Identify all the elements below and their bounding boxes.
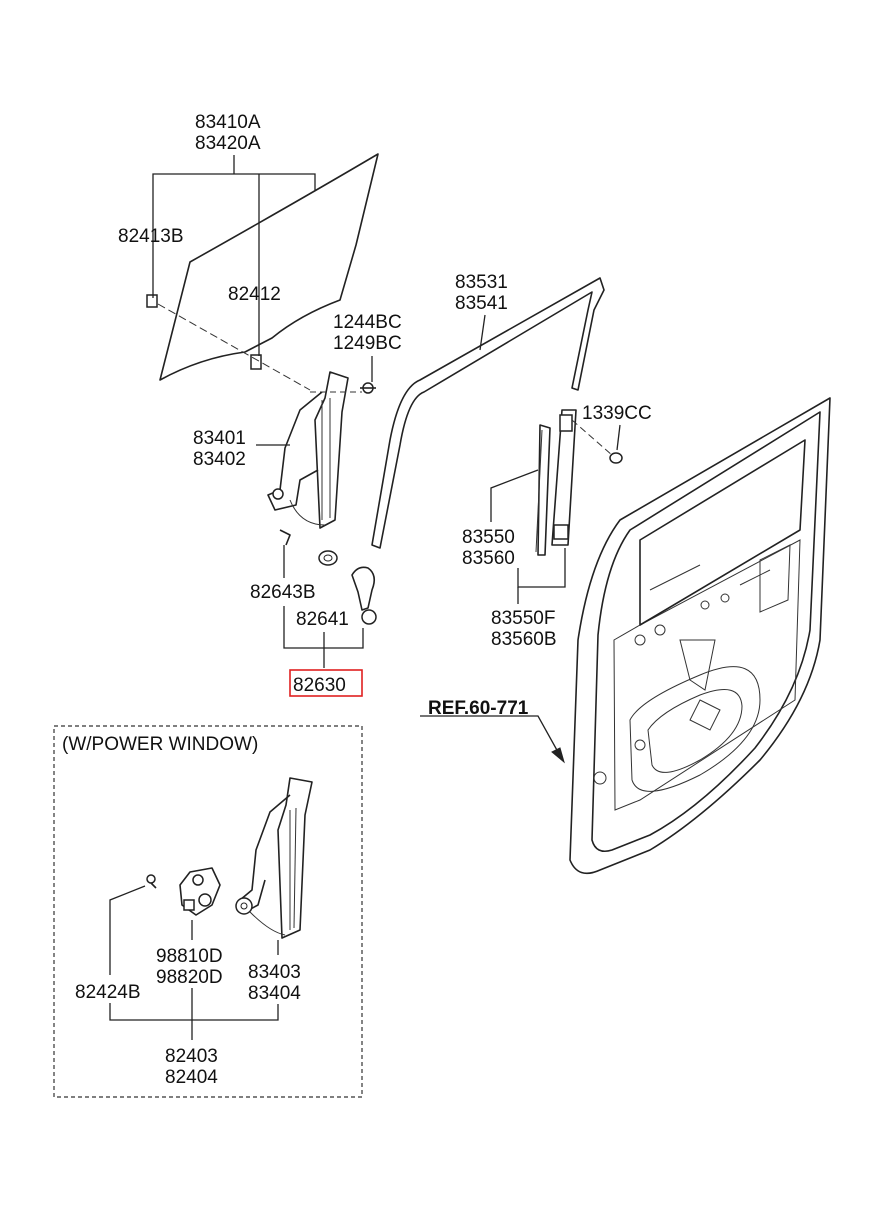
clip-part <box>279 529 291 546</box>
power-window-box: (W/POWER WINDOW) <box>53 725 363 1098</box>
label-83403: 83403 <box>248 962 301 983</box>
nut-part <box>609 452 623 464</box>
label-1249BC: 1249BC <box>333 333 402 354</box>
channel-front <box>535 424 551 556</box>
power-window-title: (W/POWER WINDOW) <box>62 734 258 755</box>
label-98820D: 98820D <box>156 967 223 988</box>
glass-callout: 83410A 83420A 82413B 82412 <box>118 112 316 356</box>
glass-bolt-part <box>250 354 262 370</box>
door-glass <box>146 153 379 391</box>
glass-clip-part <box>146 294 158 308</box>
label-82413B: 82413B <box>118 226 184 247</box>
label-82641: 82641 <box>296 609 349 630</box>
label-83560: 83560 <box>462 548 515 569</box>
run-channel <box>371 277 605 549</box>
label-82424B: 82424B <box>75 982 141 1003</box>
label-83531: 83531 <box>455 272 508 293</box>
label-83401: 83401 <box>193 428 246 449</box>
regulator-callout: 83401 83402 <box>193 428 290 470</box>
run-channel-callout: 83531 83541 <box>455 272 508 351</box>
label-82643B: 82643B <box>250 582 316 603</box>
label-1244BC: 1244BC <box>333 312 402 333</box>
label-83420A: 83420A <box>195 133 261 154</box>
power-regulator <box>235 777 313 939</box>
label-1339CC: 1339CC <box>582 403 652 424</box>
label-82403: 82403 <box>165 1046 218 1067</box>
bolt-callout: 1244BC 1249BC <box>333 312 402 394</box>
label-83560B: 83560B <box>491 629 557 650</box>
nut-callout: 1339CC <box>582 403 652 451</box>
label-82412: 82412 <box>228 284 281 305</box>
door-panel <box>569 397 831 875</box>
label-ref: REF.60-771 <box>428 698 529 719</box>
label-83550F: 83550F <box>491 608 555 629</box>
handle-callout: 82643B 82641 82630 <box>250 545 364 697</box>
channel-callout: 83550 83560 83550F 83560B <box>462 469 566 650</box>
channel-rear <box>551 409 577 546</box>
label-82630: 82630 <box>293 675 346 696</box>
label-83410A: 83410A <box>195 112 261 133</box>
power-callouts: 98810D 98820D 83403 83404 82424B 82403 8… <box>75 885 301 1088</box>
label-83550: 83550 <box>462 527 515 548</box>
screw-part <box>146 874 157 889</box>
power-motor <box>179 867 221 916</box>
handle-assembly <box>318 550 377 625</box>
manual-regulator <box>267 371 362 546</box>
label-98810D: 98810D <box>156 946 223 967</box>
label-83541: 83541 <box>455 293 508 314</box>
label-83404: 83404 <box>248 983 301 1004</box>
label-82404: 82404 <box>165 1067 218 1088</box>
highlight-box <box>289 669 363 697</box>
label-83402: 83402 <box>193 449 246 470</box>
ref-callout: REF.60-771 <box>420 698 565 764</box>
